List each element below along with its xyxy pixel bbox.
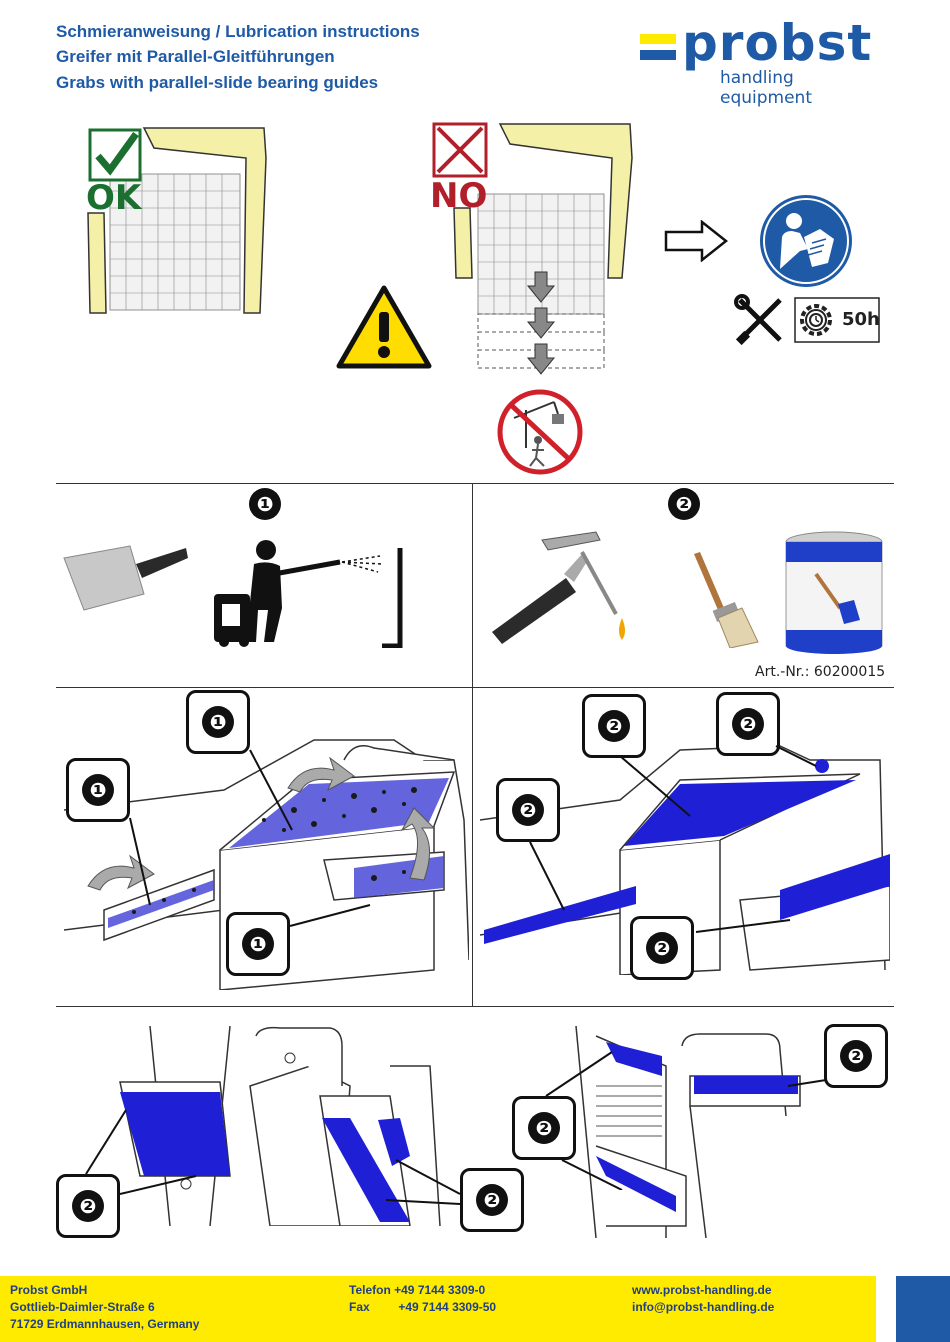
no-label: NO bbox=[430, 176, 488, 216]
grid-line-h3 bbox=[56, 1006, 894, 1007]
tools-icon bbox=[734, 294, 782, 346]
callout-1-bottom: ❶ bbox=[226, 912, 290, 976]
callout-2-br-left-badge: ❷ bbox=[528, 1112, 560, 1144]
callout-2-bl-left-badge: ❷ bbox=[72, 1190, 104, 1222]
footer-fax-label: Fax bbox=[349, 1300, 370, 1314]
interval-label: 50h bbox=[842, 309, 880, 330]
callout-1-left-badge: ❶ bbox=[82, 774, 114, 806]
guide-detail-right-illustration bbox=[575, 1026, 801, 1238]
callout-1-top: ❶ bbox=[186, 690, 250, 754]
callout-2-bottom-badge: ❷ bbox=[646, 932, 678, 964]
grid-line-v bbox=[472, 483, 473, 1006]
pressure-washer-icon bbox=[214, 540, 403, 648]
footer-phone-label: Telefon bbox=[349, 1283, 391, 1297]
callout-2-bl-leaders bbox=[85, 1109, 461, 1205]
grid-line-h1 bbox=[56, 483, 894, 484]
callout-2-br-right-badge: ❷ bbox=[840, 1040, 872, 1072]
step-2-badge: ❷ bbox=[668, 488, 700, 520]
footer-web-link[interactable]: www.probst-handling.de bbox=[632, 1283, 772, 1297]
no-standing-under-load-icon bbox=[497, 389, 583, 475]
callout-2-bottom: ❷ bbox=[630, 916, 694, 980]
callout-2-left: ❷ bbox=[496, 778, 560, 842]
logo-bar-blue bbox=[640, 50, 676, 60]
brush-icon bbox=[694, 552, 759, 648]
brand-logo: probst handling equipment bbox=[640, 18, 885, 108]
footer-fax: +49 7144 3309-50 bbox=[398, 1300, 497, 1314]
art-nr: Art.-Nr.: 60200015 bbox=[755, 664, 885, 680]
down-arrows-icon bbox=[526, 271, 556, 375]
footer: Probst GmbH Gottlieb-Daimler-Straße 6 71… bbox=[0, 1276, 876, 1342]
grid-line-h2 bbox=[56, 687, 894, 688]
checkmark-icon bbox=[88, 128, 142, 182]
footer-city: 71729 Erdmannhausen, Germany bbox=[10, 1317, 200, 1331]
logo-bar-yellow bbox=[640, 34, 676, 44]
title-line-1: Schmieranweisung / Lubrication instructi… bbox=[56, 22, 420, 41]
callout-2-left-badge: ❷ bbox=[512, 794, 544, 826]
footer-street: Gottlieb-Daimler-Straße 6 bbox=[10, 1300, 155, 1314]
grab-ok-illustration bbox=[87, 127, 267, 314]
callout-2-br-right: ❷ bbox=[824, 1024, 888, 1088]
footer-company-name: Probst GmbH bbox=[10, 1283, 88, 1297]
art-nr-value: 60200015 bbox=[813, 664, 886, 680]
callout-1-leaders bbox=[129, 749, 371, 927]
warning-icon bbox=[336, 285, 432, 369]
callout-2-bl-left: ❷ bbox=[56, 1174, 120, 1238]
brand-name: probst bbox=[682, 14, 873, 72]
title-line-3: Grabs with parallel-slide bearing guides bbox=[56, 73, 379, 92]
step-1-badge: ❶ bbox=[249, 488, 281, 520]
callout-2-point-badge: ❷ bbox=[732, 708, 764, 740]
read-manual-icon bbox=[760, 195, 852, 287]
callout-1-top-badge: ❶ bbox=[202, 706, 234, 738]
brand-tagline: handling equipment bbox=[720, 68, 812, 108]
footer-company: Probst GmbH Gottlieb-Daimler-Straße 6 71… bbox=[10, 1282, 199, 1333]
grab-guides-greased-illustration bbox=[480, 745, 890, 975]
callout-2-br-left: ❷ bbox=[512, 1096, 576, 1160]
title-line-2: Greifer mit Parallel-Gleitführungen bbox=[56, 47, 335, 66]
callout-1-left: ❶ bbox=[66, 758, 130, 822]
callout-1-bottom-badge: ❶ bbox=[242, 928, 274, 960]
ok-label: OK bbox=[86, 178, 142, 218]
callout-2-bl-right: ❷ bbox=[460, 1168, 524, 1232]
art-nr-label: Art.-Nr.: bbox=[755, 664, 810, 680]
gear-timer-icon bbox=[794, 297, 880, 343]
scraper-icon bbox=[63, 545, 188, 611]
footer-email-link[interactable]: info@probst-handling.de bbox=[632, 1300, 775, 1314]
callout-2-top: ❷ bbox=[582, 694, 646, 758]
footer-online: www.probst-handling.de info@probst-handl… bbox=[632, 1282, 774, 1316]
callout-2-top-badge: ❷ bbox=[598, 710, 630, 742]
callout-2-bl-right-badge: ❷ bbox=[476, 1184, 508, 1216]
right-arrow-icon bbox=[664, 220, 728, 262]
footer-blue-block bbox=[896, 1276, 950, 1342]
footer-phone[interactable]: +49 7144 3309-0 bbox=[394, 1283, 486, 1297]
callout-2-leaders bbox=[529, 745, 817, 933]
grab-no-illustration bbox=[453, 123, 633, 369]
grease-can-icon bbox=[785, 531, 883, 654]
cross-icon bbox=[432, 122, 488, 178]
callout-2-br-leaders bbox=[545, 1051, 827, 1190]
footer-contact: Telefon +49 7144 3309-0 Fax +49 7144 330… bbox=[349, 1282, 496, 1316]
guide-detail-left-illustration bbox=[119, 1026, 441, 1226]
grease-gun-icon bbox=[492, 531, 625, 644]
callout-2-point: ❷ bbox=[716, 692, 780, 756]
